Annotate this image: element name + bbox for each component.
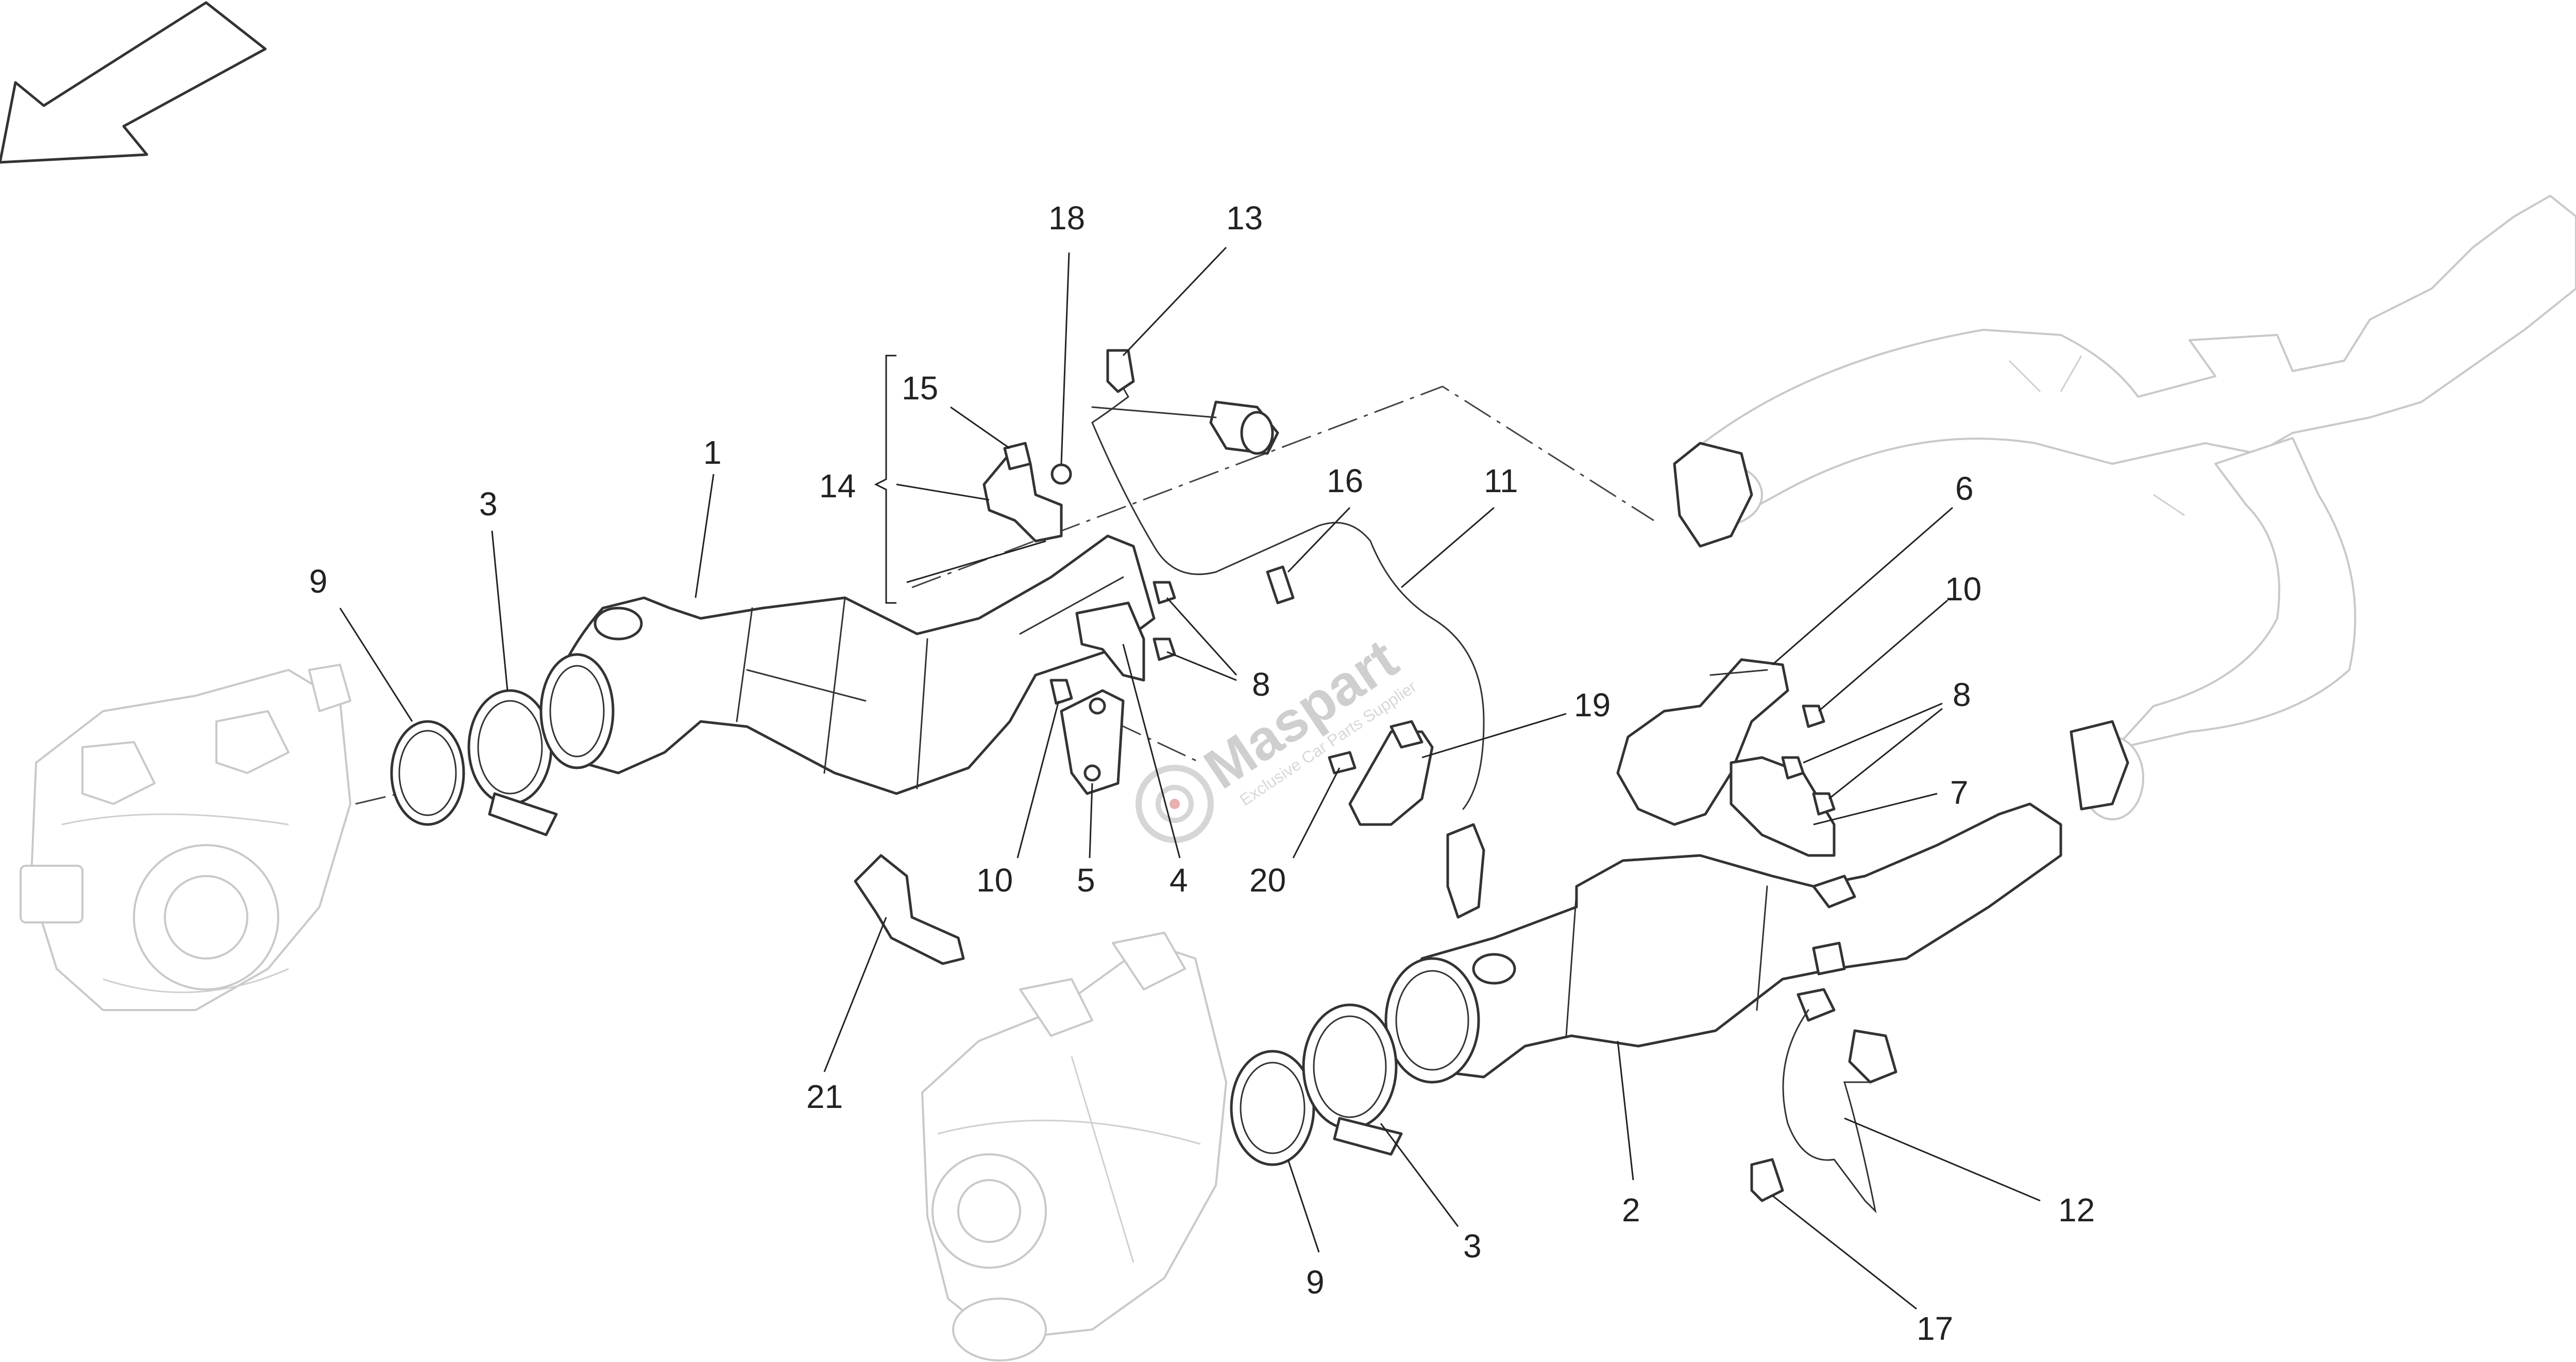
leader-3a xyxy=(491,530,509,691)
leader-8a-2 xyxy=(1166,651,1237,681)
leader-lines xyxy=(339,246,2041,1310)
bracket-14-brace xyxy=(874,355,896,604)
gasket-left-part xyxy=(390,720,465,826)
callout-11: 11 xyxy=(1484,462,1518,499)
callout-13: 13 xyxy=(1226,199,1263,237)
bracket-7-part xyxy=(1730,756,1836,857)
sensor-harness-13-part xyxy=(1091,349,1485,810)
lambda-sensor-12-part xyxy=(1782,988,1897,1214)
callout-8-left: 8 xyxy=(1252,666,1270,703)
callout-20: 20 xyxy=(1249,862,1286,899)
callout-9-left: 9 xyxy=(309,563,328,600)
leader-18 xyxy=(1060,252,1070,464)
leader-5 xyxy=(1089,783,1093,859)
centerline-dashed xyxy=(911,385,1654,588)
callout-19: 19 xyxy=(1574,686,1611,724)
leader-14 xyxy=(896,483,990,501)
leader-12 xyxy=(1844,1117,2041,1202)
leader-9a xyxy=(339,608,413,722)
callout-16: 16 xyxy=(1327,462,1363,499)
sensor-bracket-group-part xyxy=(982,442,1072,543)
rear-pipe-clamp-ghost xyxy=(1673,442,2129,811)
leader-19 xyxy=(1421,713,1567,759)
centerline-right-dashed xyxy=(1112,720,1201,764)
callout-1: 1 xyxy=(703,434,722,471)
leader-8b-2 xyxy=(1828,708,1943,800)
leader-7 xyxy=(1813,793,1938,826)
leader-9b xyxy=(1287,1159,1320,1253)
leader-13 xyxy=(1122,246,1227,357)
lambda-sensor-11-part xyxy=(1446,823,1485,919)
callout-18: 18 xyxy=(1048,199,1085,237)
catalytic-converter-left-part xyxy=(539,534,1156,795)
catalytic-converter-right-part xyxy=(1384,802,2062,1084)
leader-17 xyxy=(1772,1195,1917,1310)
bracket-21-part xyxy=(854,854,965,965)
leader-8a-1 xyxy=(1166,597,1238,676)
leader-3b xyxy=(1380,1123,1459,1227)
callout-7: 7 xyxy=(1950,774,1969,811)
leader-8b-1 xyxy=(1803,702,1943,764)
callout-2: 2 xyxy=(1622,1191,1640,1229)
callout-5: 5 xyxy=(1077,862,1095,899)
callout-17: 17 xyxy=(1917,1310,1953,1347)
leader-14b xyxy=(906,540,1046,583)
watermark: Maspart Exclusive Car Parts Supplier xyxy=(1136,627,1420,843)
callout-21: 21 xyxy=(806,1078,843,1115)
sensor-16-part xyxy=(1266,565,1295,604)
leader-15 xyxy=(950,406,1010,449)
callout-14: 14 xyxy=(819,467,856,505)
leader-20 xyxy=(1292,767,1341,859)
leader-10b xyxy=(1818,599,1948,712)
callout-12: 12 xyxy=(2058,1191,2095,1229)
bracket-6-part xyxy=(1616,658,1789,826)
bracket-4-part xyxy=(1075,601,1145,682)
callout-6: 6 xyxy=(1955,470,1974,507)
leader-10a xyxy=(1016,700,1060,859)
callout-3-right: 3 xyxy=(1463,1228,1482,1265)
sensor-17-part xyxy=(1750,1158,1784,1202)
leader-4 xyxy=(1122,644,1181,859)
clamp-right-part xyxy=(1302,1003,1403,1156)
leader-1 xyxy=(694,474,715,598)
callout-4: 4 xyxy=(1170,862,1188,899)
callout-10-right: 10 xyxy=(1945,570,1981,608)
leader-11 xyxy=(1401,507,1495,588)
bracket-19-part xyxy=(1328,720,1434,826)
callout-9-right: 9 xyxy=(1306,1264,1325,1301)
direction-arrow-icon xyxy=(0,1,267,164)
gear-logo-icon xyxy=(1136,765,1214,843)
left-turbocharger-ghost xyxy=(20,664,351,1011)
callout-8-right: 8 xyxy=(1953,676,1971,713)
callout-10-left: 10 xyxy=(976,862,1013,899)
callout-15: 15 xyxy=(902,369,938,407)
bracket-5-part xyxy=(1060,689,1125,795)
leader-2 xyxy=(1617,1040,1634,1181)
leader-21 xyxy=(823,917,887,1072)
leader-6 xyxy=(1772,507,1953,666)
callout-3-left: 3 xyxy=(479,485,498,523)
center-turbocharger-ghost xyxy=(921,932,1227,1361)
gasket-right-part xyxy=(1230,1050,1315,1166)
callout-labels: 1 2 3 3 4 5 6 7 8 8 9 9 10 10 11 12 13 1… xyxy=(309,199,2095,1347)
leader-16 xyxy=(1287,507,1351,573)
